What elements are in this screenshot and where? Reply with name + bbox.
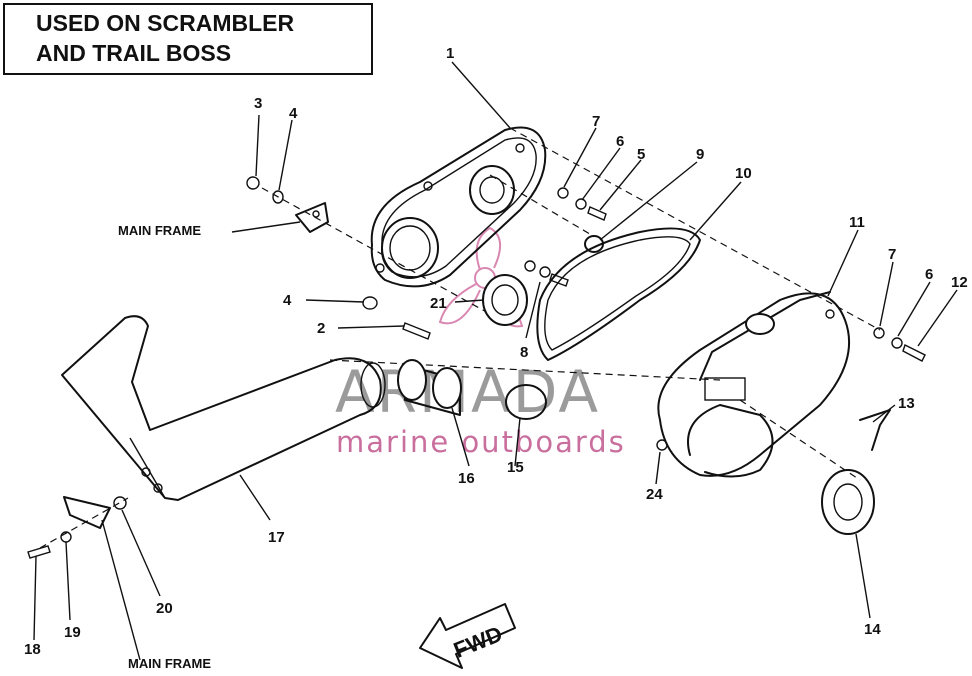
callout-7-top: 7 — [592, 113, 600, 130]
air-duct — [61, 315, 386, 501]
watermark: ARMADA marine outboards — [335, 226, 626, 459]
leader-lines — [33, 61, 958, 661]
callout-11: 11 — [849, 214, 865, 231]
callout-5: 5 — [637, 146, 645, 163]
main-frame-label-top: MAIN FRAME — [118, 223, 201, 238]
callout-24: 24 — [646, 486, 663, 503]
callout-16: 16 — [458, 470, 475, 487]
callout-7-right: 7 — [888, 246, 896, 263]
callout-2: 2 — [317, 320, 325, 337]
assembly-lines — [39, 127, 881, 549]
callout-20: 20 — [156, 600, 173, 617]
callout-4-lower: 4 — [283, 292, 292, 309]
callout-6-top: 6 — [616, 133, 624, 150]
callout-17: 17 — [268, 529, 285, 546]
callout-8: 8 — [520, 344, 528, 361]
frame-bracket-top — [295, 202, 329, 233]
frame-bracket-bottom — [27, 496, 127, 559]
main-frame-label-bottom: MAIN FRAME — [128, 656, 211, 671]
watermark-subtitle: marine outboards — [336, 425, 626, 459]
drive-belt — [536, 227, 701, 361]
outer-clutch-cover — [656, 291, 851, 478]
retaining-clip — [859, 409, 891, 451]
banner-line-2: AND TRAIL BOSS — [36, 40, 231, 66]
callout-13: 13 — [898, 395, 915, 412]
hardware-washers — [246, 176, 926, 362]
seal — [482, 274, 528, 326]
callout-4-top: 4 — [289, 105, 298, 122]
callout-numbers: 1 3 4 4 2 7 6 5 9 10 11 7 6 12 13 14 15 … — [24, 45, 968, 658]
callout-6-right: 6 — [925, 266, 933, 283]
hose-clamp — [505, 384, 547, 420]
callout-12: 12 — [951, 274, 968, 291]
callout-1: 1 — [446, 45, 454, 62]
watermark-title: ARMADA — [335, 358, 600, 426]
model-banner: USED ON SCRAMBLER AND TRAIL BOSS — [3, 3, 373, 75]
callout-19: 19 — [64, 624, 81, 641]
callout-10: 10 — [735, 165, 752, 182]
callout-21: 21 — [430, 295, 447, 312]
banner-line-1: USED ON SCRAMBLER — [36, 10, 295, 36]
fwd-label: FWD — [450, 621, 506, 663]
callout-14: 14 — [864, 621, 881, 638]
callout-9: 9 — [696, 146, 704, 163]
forward-arrow: FWD — [419, 603, 516, 669]
gasket-ring — [821, 469, 875, 535]
inner-cover-plate — [370, 126, 547, 288]
duct-boot — [397, 359, 462, 416]
callout-15: 15 — [507, 459, 524, 476]
callout-18: 18 — [24, 641, 41, 658]
callout-3: 3 — [254, 95, 262, 112]
